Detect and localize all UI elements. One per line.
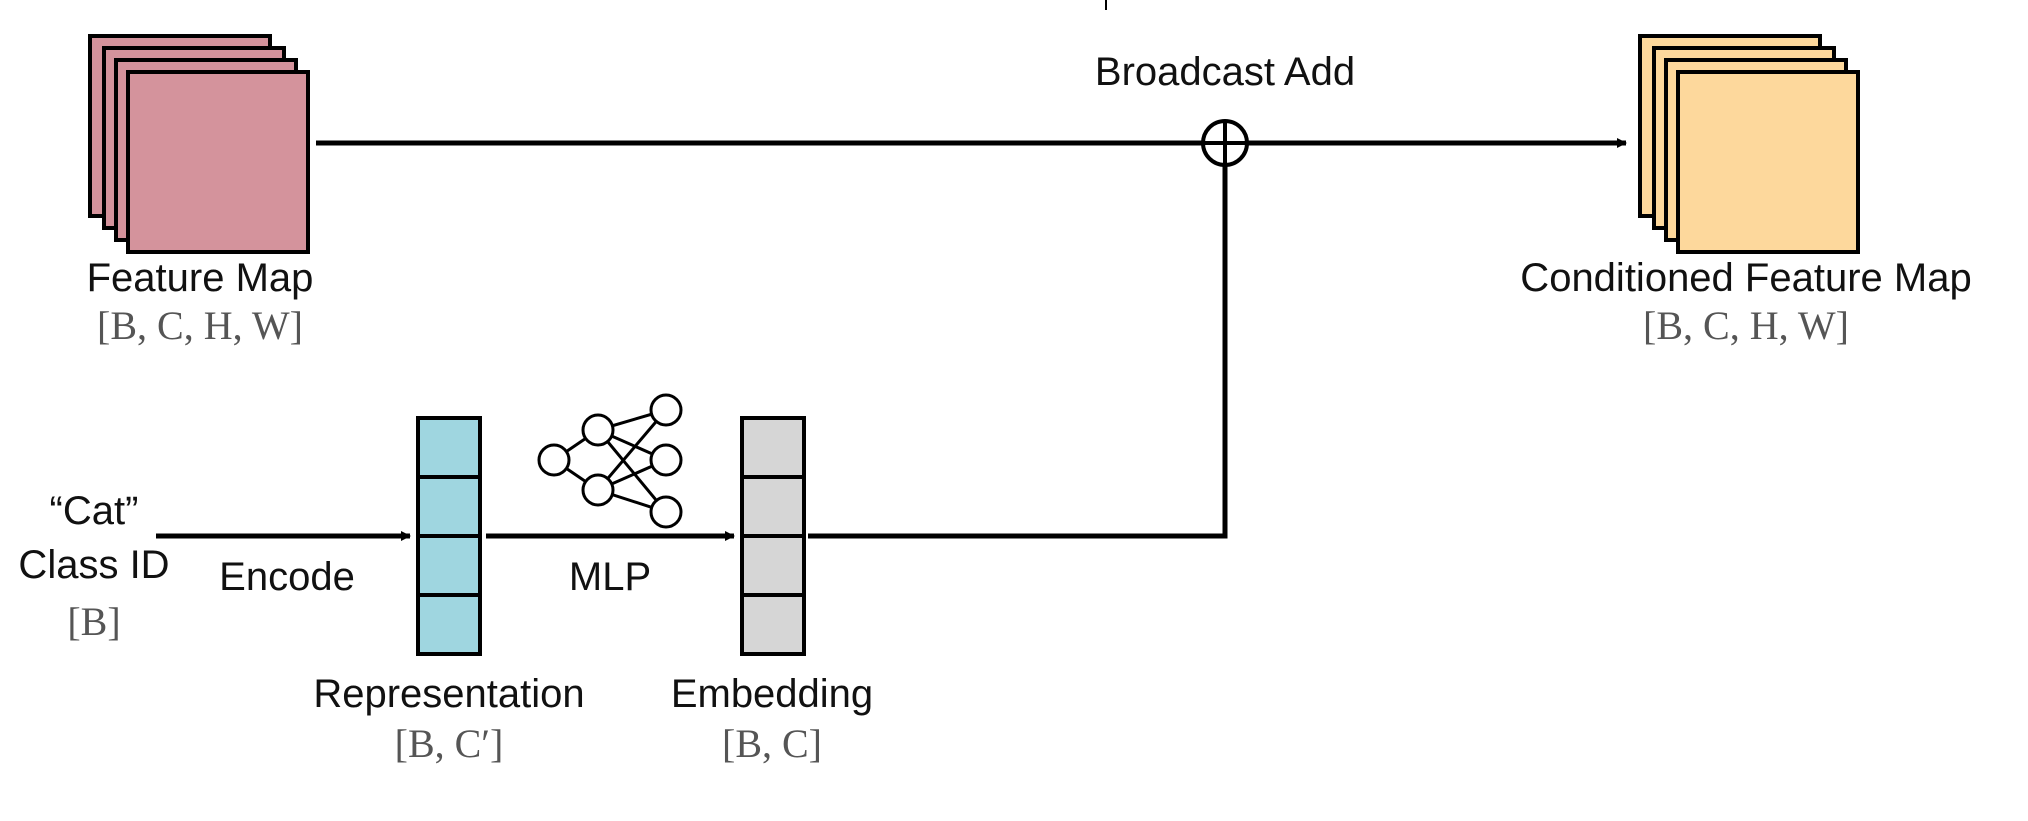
conditioned-feature-map-label: Conditioned Feature Map [1520,256,1972,300]
representation-shape: [B, C′] [394,721,504,766]
mlp-label: MLP [568,555,652,599]
broadcast-add-icon [1201,119,1249,167]
class-id-shape: [B] [67,599,121,644]
embedding-label: Embedding [670,672,874,716]
conditioned-feature-map-shape: [B, C, H, W] [1643,303,1849,348]
representation-label: Representation [313,672,585,716]
embedding-shape: [B, C] [722,721,822,766]
representation-vector [416,416,482,656]
feature-map-stack [88,34,310,254]
class-id-label: Class ID [18,543,170,587]
conditioned-feature-map-stack [1638,34,1860,254]
neural-network-icon [537,393,683,529]
broadcast-add-label: Broadcast Add [1094,50,1356,94]
encode-label: Encode [219,555,355,599]
feature-map-shape: [B, C, H, W] [97,303,303,348]
feature-map-label: Feature Map [86,256,314,300]
embedding-vector [740,416,806,656]
embedding-to-add-line [808,165,1228,539]
class-quote-label: “Cat” [49,489,139,533]
